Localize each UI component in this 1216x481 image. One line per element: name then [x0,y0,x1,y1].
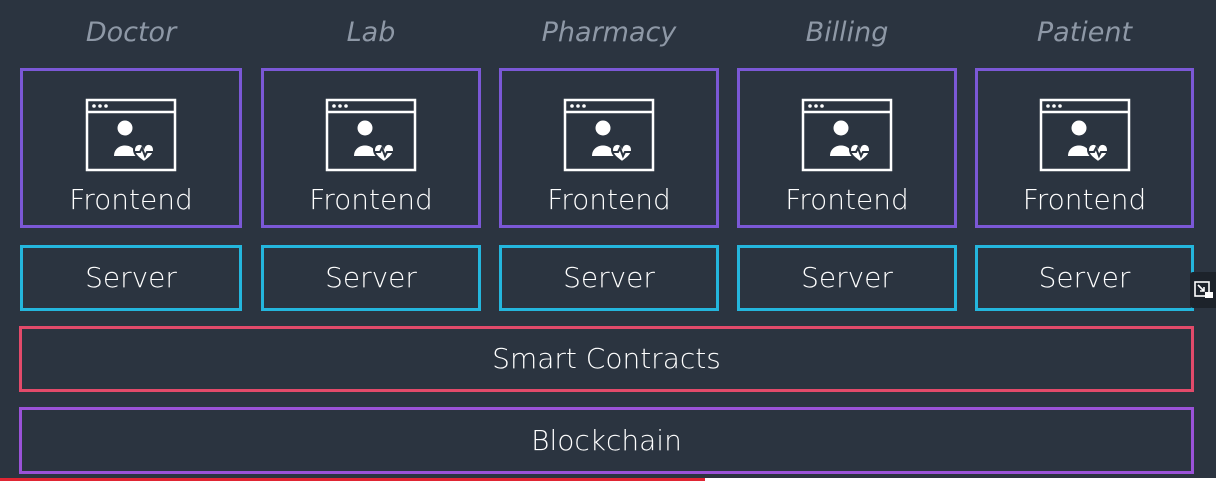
browser-user-heart-icon [325,98,417,172]
column-label-doctor: Doctor [85,17,177,48]
browser-user-heart-icon [1039,98,1131,172]
video-progress-fill [0,478,706,481]
server-box-lab: Server [261,245,481,311]
fullscreen-icon [1194,281,1213,298]
blockchain-layer: Blockchain [19,407,1194,474]
frontend-box-billing: Frontend [737,68,957,228]
frontend-box-patient: Frontend [975,68,1194,228]
frontend-box-pharmacy: Frontend [499,68,719,228]
server-box-patient: Server [975,245,1194,311]
frontend-label: Frontend [309,183,433,216]
server-box-pharmacy: Server [499,245,719,311]
browser-user-heart-icon [563,98,655,172]
column-label-pharmacy: Pharmacy [541,17,677,48]
frontend-box-doctor: Frontend [20,68,242,228]
frontend-label: Frontend [69,183,193,216]
browser-user-heart-icon [801,98,893,172]
browser-user-heart-icon [85,98,177,172]
column-label-lab: Lab [346,17,396,48]
smart-contracts-layer: Smart Contracts [19,326,1194,392]
fullscreen-button[interactable] [1190,272,1216,308]
column-label-billing: Billing [805,17,889,48]
column-label-patient: Patient [1036,17,1133,48]
frontend-label: Frontend [1022,183,1147,216]
server-box-billing: Server [737,245,957,311]
frontend-label: Frontend [785,183,909,216]
frontend-box-lab: Frontend [261,68,481,228]
frontend-label: Frontend [547,183,671,216]
server-box-doctor: Server [20,245,242,311]
